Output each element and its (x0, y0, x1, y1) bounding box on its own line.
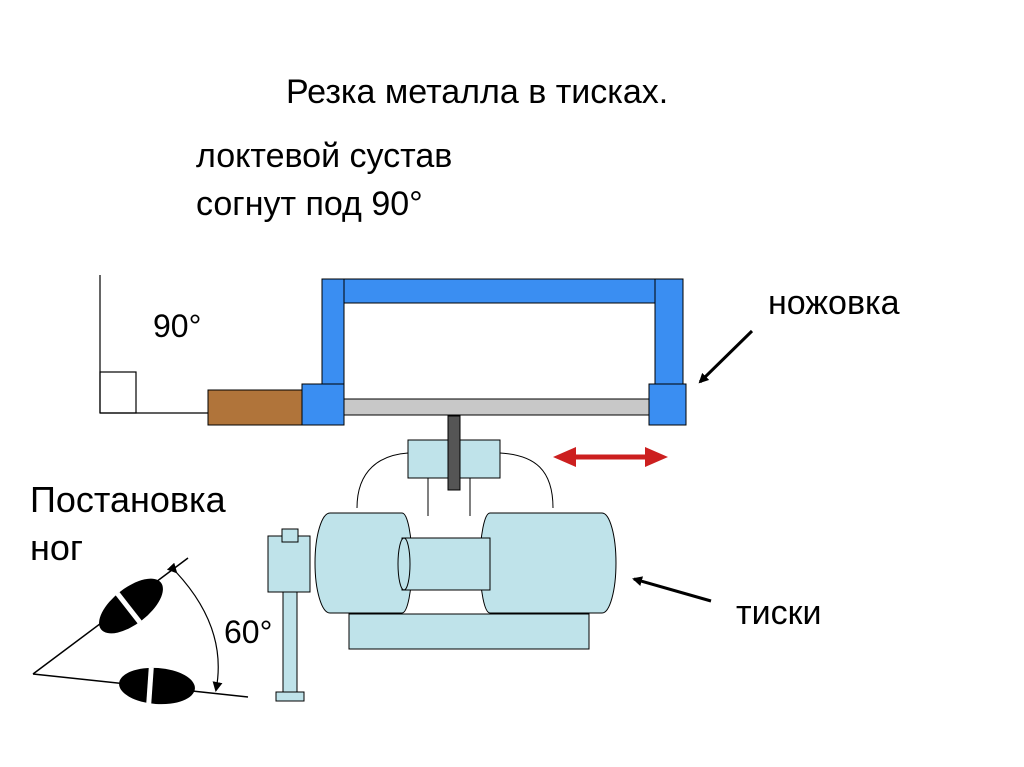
feet-label-line1: Постановка (30, 479, 226, 520)
vise-right-jaw (479, 512, 617, 614)
vise-left-jaw (314, 512, 413, 614)
page-title: Резка металла в тисках. (286, 73, 669, 111)
left-foot-icon (99, 578, 163, 634)
feet-angle-arc (166, 562, 223, 692)
feet-angle-label: 60° (224, 614, 273, 650)
right-angle-mark (99, 371, 137, 414)
workpiece (447, 415, 461, 491)
right-foot-icon (119, 667, 195, 705)
vise-screw-housing (401, 537, 491, 591)
elbow-note-line2: согнут под 90° (196, 185, 423, 223)
vise-label: тиски (736, 594, 822, 632)
arm-angle-lines (99, 275, 208, 414)
vise (267, 415, 617, 702)
hacksaw-frame (301, 278, 687, 426)
vise-pointer-arrow (632, 576, 712, 603)
vise-handle-block (267, 535, 311, 593)
feet-label-line2: ног (30, 527, 84, 568)
arm-angle-label: 90° (153, 308, 202, 344)
elbow-note-line1: локтевой сустав (196, 137, 453, 175)
motion-double-arrow (553, 447, 668, 467)
hacksaw-blade (343, 398, 651, 416)
vise-base (348, 613, 590, 650)
hacksaw-handle (207, 389, 303, 426)
hacksaw-label: ножовка (768, 284, 900, 322)
vise-screw (282, 591, 298, 693)
hacksaw-pointer-arrow (698, 329, 754, 384)
hacksaw (207, 278, 687, 426)
